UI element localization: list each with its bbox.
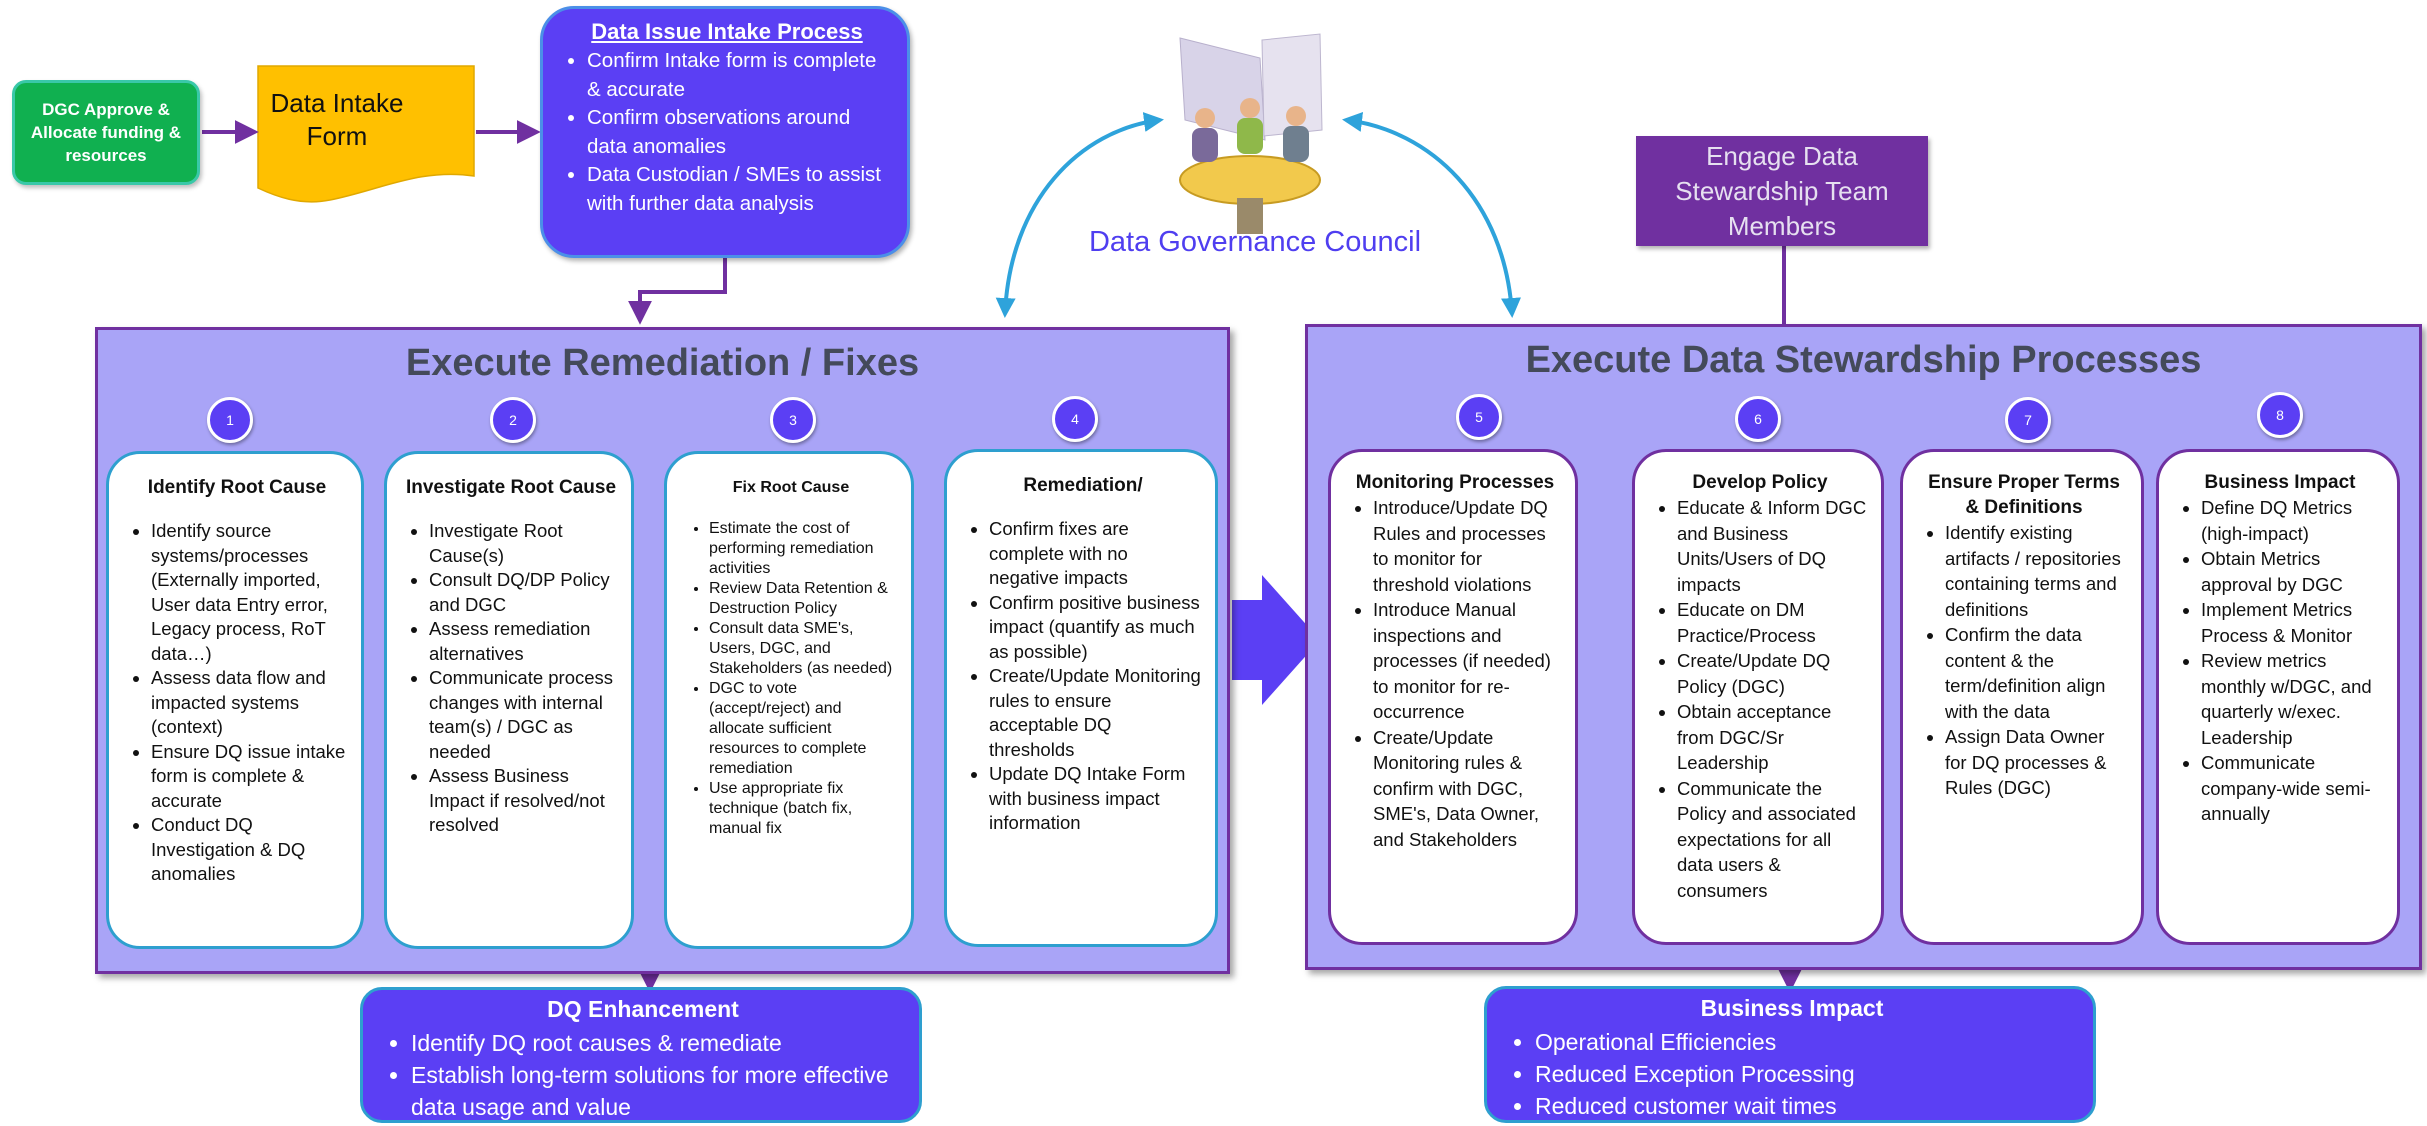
list-item: Reduced Exception Processing	[1535, 1058, 2075, 1090]
list-item: Update DQ Intake Form with business impa…	[989, 762, 1201, 836]
list-item: Review metrics monthly w/DGC, and quarte…	[2201, 648, 2383, 750]
step-badge-6: 6	[1735, 396, 1781, 442]
stewardship-title: Execute Data Stewardship Processes	[1525, 339, 2202, 381]
step-card-title: Fix Root Cause	[732, 479, 850, 496]
list-item: Educate & Inform DGC and Business Units/…	[1677, 495, 1867, 597]
step-card-title: Remediation/	[1023, 475, 1143, 496]
list-item: Establish long-term solutions for more e…	[411, 1059, 901, 1123]
step-card-terms-definitions: Ensure Proper Terms & Definitions Identi…	[1900, 449, 2144, 945]
list-item: Educate on DM Practice/Process	[1677, 597, 1867, 648]
dgc-approve-box: DGC Approve & Allocate funding & resourc…	[12, 80, 200, 185]
data-intake-form-label: Data Intake Form	[270, 88, 404, 151]
business-impact-list: Operational Efficiencies Reduced Excepti…	[1509, 1026, 2075, 1122]
council-label: Data Governance Council	[1088, 226, 1422, 258]
list-item: Consult data SME's, Users, DGC, and Stak…	[709, 619, 897, 679]
step-badge-5: 5	[1456, 394, 1502, 440]
list-item: Identify existing artifacts / repositori…	[1945, 520, 2127, 622]
list-item: Communicate process changes with interna…	[429, 666, 617, 764]
business-impact-box: Business Impact Operational Efficiencies…	[1484, 986, 2096, 1123]
list-item: Confirm the data content & the term/defi…	[1945, 622, 2127, 724]
list-item: Introduce Manual inspections and process…	[1373, 597, 1561, 725]
step-card-title: Ensure Proper Terms & Definitions	[1928, 472, 2120, 518]
list-item: Conduct DQ Investigation & DQ anomalies	[151, 813, 347, 887]
step-card-business-impact: Business Impact Define DQ Metrics (high-…	[2156, 449, 2400, 945]
step-badge-4: 4	[1052, 396, 1098, 442]
list-item: Assign Data Owner for DQ processes & Rul…	[1945, 724, 2127, 801]
list-item: Create/Update Monitoring rules & confirm…	[1373, 725, 1561, 853]
list-item: Obtain acceptance from DGC/Sr Leadership	[1677, 699, 1867, 776]
step-badge-3: 3	[770, 397, 816, 443]
step-card-list: Define DQ Metrics (high-impact) Obtain M…	[2177, 495, 2383, 827]
dq-enhancement-list: Identify DQ root causes & remediate Esta…	[385, 1027, 901, 1123]
step-badge-2: 2	[490, 397, 536, 443]
step-card-list: Identify source systems/processes (Exter…	[127, 519, 347, 887]
step-badge-7: 7	[2005, 397, 2051, 443]
list-item: Confirm fixes are complete with no negat…	[989, 517, 1201, 591]
list-item: Operational Efficiencies	[1535, 1026, 2075, 1058]
list-item: Define DQ Metrics (high-impact)	[2201, 495, 2383, 546]
list-item: Assess remediation alternatives	[429, 617, 617, 666]
intake-process-box: Data Issue Intake Process Confirm Intake…	[540, 6, 910, 258]
list-item: DGC to vote (accept/reject) and allocate…	[709, 679, 897, 779]
list-item: Reduced customer wait times	[1535, 1090, 2075, 1122]
step-card-remediation: Remediation/ Confirm fixes are complete …	[944, 449, 1218, 947]
dgc-approve-label: DGC Approve & Allocate funding & resourc…	[30, 100, 182, 165]
intake-process-title: Data Issue Intake Process	[591, 19, 863, 44]
dq-enhancement-title: DQ Enhancement	[547, 996, 739, 1022]
step-badge-1: 1	[207, 397, 253, 443]
list-item: Consult DQ/DP Policy and DGC	[429, 568, 617, 617]
engage-stewards-box: Engage Data Stewardship Team Members	[1636, 136, 1928, 246]
list-item: Identify source systems/processes (Exter…	[151, 519, 347, 666]
list-item: Confirm Intake form is complete & accura…	[587, 47, 889, 104]
list-item: Create/Update DQ Policy (DGC)	[1677, 648, 1867, 699]
step-card-list: Introduce/Update DQ Rules and processes …	[1349, 495, 1561, 852]
council-left-arrow	[995, 112, 1164, 318]
list-item: Data Custodian / SMEs to assist with fur…	[587, 161, 889, 218]
step-card-title: Develop Policy	[1692, 472, 1828, 493]
list-item: Review Data Retention & Destruction Poli…	[709, 579, 897, 619]
step-card-list: Investigate Root Cause(s) Consult DQ/DP …	[405, 519, 617, 838]
step-card-title: Business Impact	[2204, 472, 2356, 493]
step-badge-8: 8	[2257, 392, 2303, 438]
step-card-investigate-root-cause: Investigate Root Cause Investigate Root …	[384, 451, 634, 949]
list-item: Investigate Root Cause(s)	[429, 519, 617, 568]
list-item: Implement Metrics Process & Monitor	[2201, 597, 2383, 648]
list-item: Use appropriate fix technique (batch fix…	[709, 779, 897, 839]
step-card-fix-root-cause: Fix Root Cause Estimate the cost of perf…	[664, 451, 914, 949]
dq-enhancement-box: DQ Enhancement Identify DQ root causes &…	[360, 987, 922, 1123]
list-item: Assess Business Impact if resolved/not r…	[429, 764, 617, 838]
list-item: Identify DQ root causes & remediate	[411, 1027, 901, 1059]
step-card-list: Identify existing artifacts / repositori…	[1921, 520, 2127, 801]
connector-intake-to-remediation	[628, 258, 727, 325]
step-card-title: Monitoring Processes	[1355, 472, 1555, 493]
list-item: Obtain Metrics approval by DGC	[2201, 546, 2383, 597]
step-card-develop-policy: Develop Policy Educate & Inform DGC and …	[1632, 449, 1884, 945]
business-impact-title: Business Impact	[1700, 995, 1884, 1021]
remediation-title: Execute Remediation / Fixes	[405, 342, 920, 384]
step-card-title: Investigate Root Cause	[405, 477, 617, 498]
list-item: Communicate the Policy and associated ex…	[1677, 776, 1867, 904]
step-card-identify-root-cause: Identify Root Cause Identify source syst…	[106, 451, 364, 949]
step-card-title: Identify Root Cause	[147, 477, 327, 498]
council-right-arrow	[1342, 111, 1521, 318]
list-item: Communicate company-wide semi-annually	[2201, 750, 2383, 827]
list-item: Estimate the cost of performing remediat…	[709, 519, 897, 579]
list-item: Ensure DQ issue intake form is complete …	[151, 740, 347, 814]
list-item: Confirm positive business impact (quanti…	[989, 591, 1201, 665]
council-meeting-illustration	[1179, 33, 1323, 234]
list-item: Create/Update Monitoring rules to ensure…	[989, 664, 1201, 762]
intake-process-list: Confirm Intake form is complete & accura…	[565, 47, 889, 218]
step-card-list: Estimate the cost of performing remediat…	[685, 519, 897, 839]
engage-stewards-label: Engage Data Stewardship Team Members	[1675, 140, 1889, 241]
list-item: Confirm observations around data anomali…	[587, 104, 889, 161]
list-item: Introduce/Update DQ Rules and processes …	[1373, 495, 1561, 597]
list-item: Assess data flow and impacted systems (c…	[151, 666, 347, 740]
step-card-monitoring-processes: Monitoring Processes Introduce/Update DQ…	[1328, 449, 1578, 945]
step-card-list: Confirm fixes are complete with no negat…	[965, 517, 1201, 836]
step-card-list: Educate & Inform DGC and Business Units/…	[1653, 495, 1867, 903]
